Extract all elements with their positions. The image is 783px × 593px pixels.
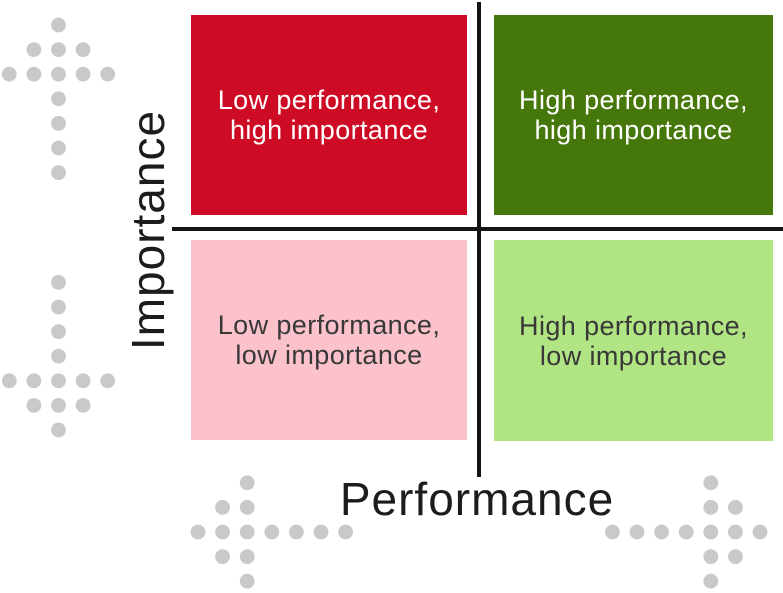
horizontal-axis-line: [172, 227, 783, 231]
quadrant-bottom-left: Low performance, low importance: [191, 240, 467, 440]
quadrant-label-line: High performance,: [519, 310, 748, 341]
quadrant-label-line: High performance,: [519, 85, 748, 115]
y-axis-label: Importance: [122, 109, 174, 351]
dot-arrow-right-icon: [605, 475, 768, 589]
quadrant-label-line: low importance: [235, 340, 423, 370]
quadrant-bottom-right: High performance, low importance: [494, 240, 773, 441]
dot-arrow-left-icon: [190, 475, 353, 589]
x-axis-label: Performance: [339, 473, 615, 525]
quadrant-label-line: high importance: [534, 115, 733, 145]
quadrant-label-line: high importance: [229, 115, 429, 145]
quadrant-top-right: High performance, high importance: [494, 15, 773, 215]
quadrant-label-line: low importance: [539, 340, 728, 371]
quadrant-label-line: Low performance,: [217, 85, 441, 115]
quadrant-label-line: Low performance,: [217, 310, 441, 340]
quadrant-top-left: Low performance, high importance: [191, 15, 467, 215]
vertical-axis-line: [477, 2, 481, 477]
dot-arrow-down-icon: [1, 275, 116, 438]
dot-arrow-up-icon: [1, 17, 116, 181]
